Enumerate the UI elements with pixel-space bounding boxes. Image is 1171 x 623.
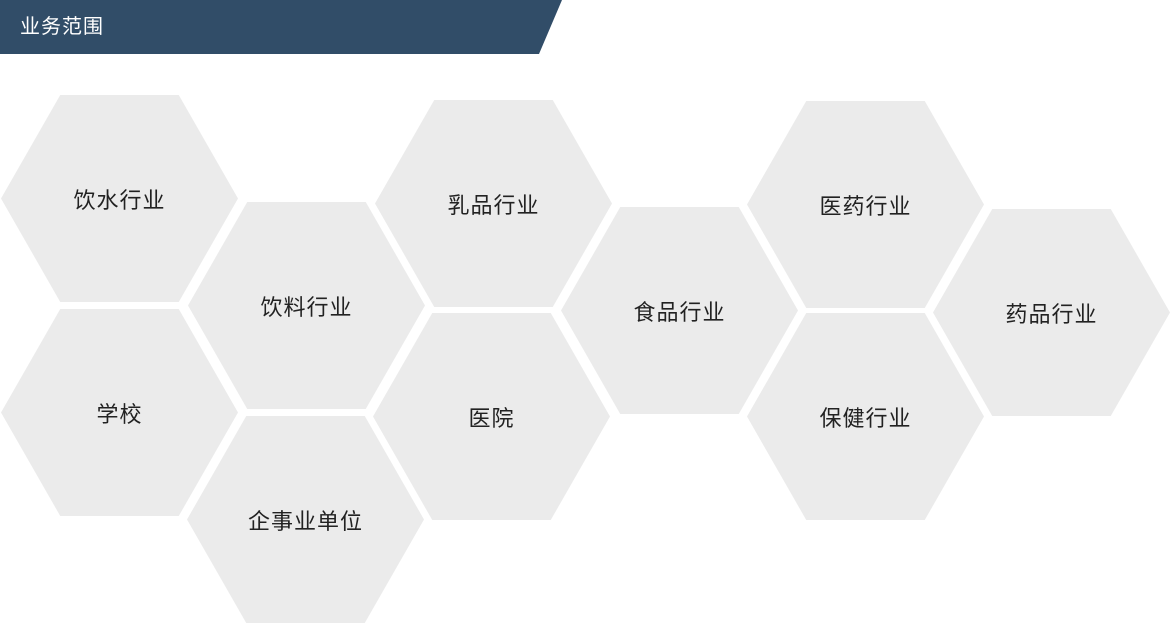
hexagon-label: 饮料行业 (260, 295, 353, 321)
hexagon-pharmaceutical-industry: 药品行业 (933, 209, 1170, 416)
hexagon-label: 医药行业 (819, 194, 912, 220)
hexagon-beverage-industry: 饮料行业 (188, 202, 425, 409)
hexagon-food-industry: 食品行业 (561, 207, 798, 414)
hexagon-label: 医院 (468, 406, 515, 432)
hexagon-dairy-industry: 乳品行业 (375, 100, 612, 307)
hexagon-label: 乳品行业 (447, 193, 540, 219)
section-title: 业务范围 (20, 14, 104, 38)
hexagon-label: 饮水行业 (73, 188, 166, 214)
hexagon-drinking-water-industry: 饮水行业 (1, 95, 238, 302)
hexagon-label: 药品行业 (1005, 302, 1098, 328)
hexagon-medical-industry: 医药行业 (747, 101, 984, 308)
hexagon-enterprises-institutions: 企事业单位 (187, 416, 424, 623)
hexagon-hospital: 医院 (373, 313, 610, 520)
section-header (0, 0, 562, 54)
hexagon-label: 食品行业 (633, 300, 726, 326)
hexagon-label: 保健行业 (819, 406, 912, 432)
hexagon-health-care-industry: 保健行业 (747, 313, 984, 520)
hexagon-school: 学校 (1, 309, 238, 516)
hexagon-label: 企事业单位 (247, 509, 363, 535)
hexagon-label: 学校 (96, 402, 143, 428)
